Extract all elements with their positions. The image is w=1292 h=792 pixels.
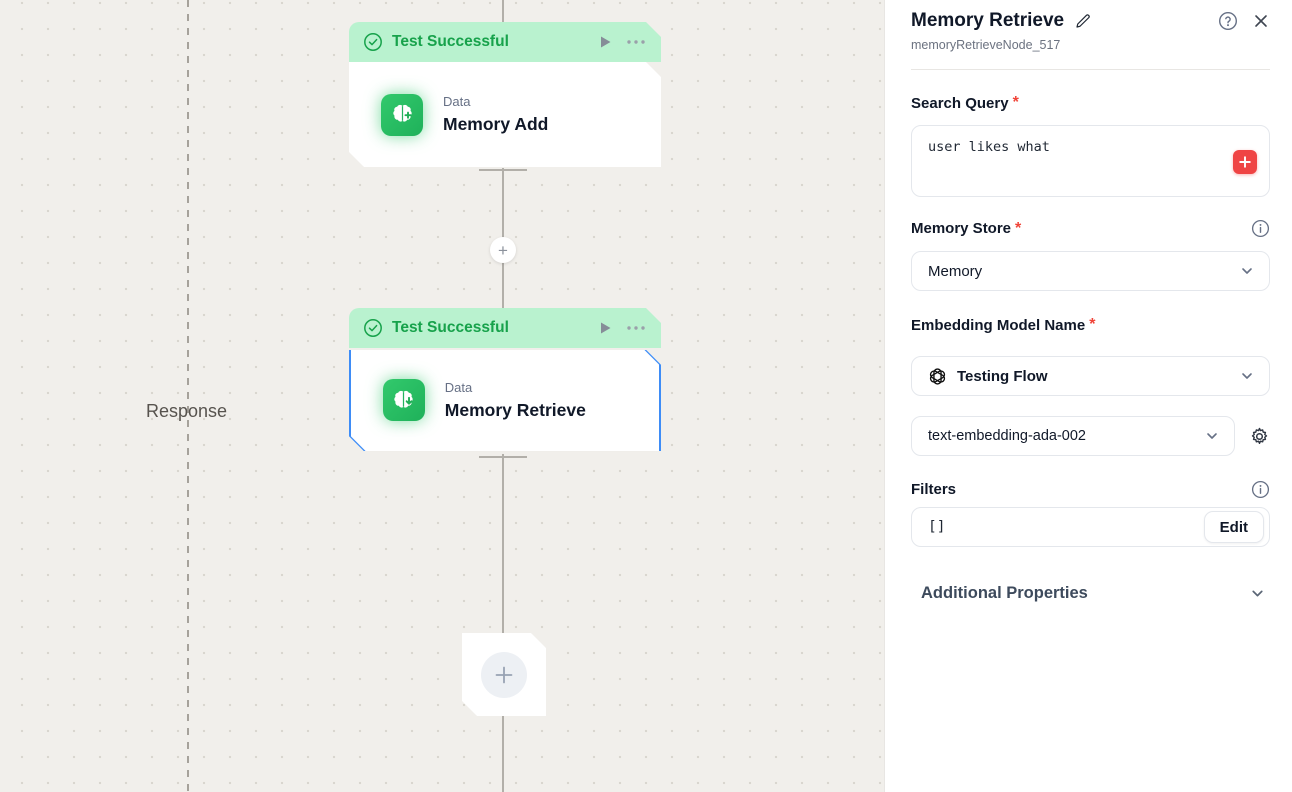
edge-node2-addstep	[502, 454, 504, 633]
filters-value: []	[928, 519, 946, 535]
embedding-model-value: text-embedding-ada-002	[928, 428, 1086, 444]
node-config-panel: Memory Retrieve memoryRetrieveNode_517 S…	[884, 0, 1292, 792]
required-mark: *	[1089, 316, 1096, 333]
additional-properties-toggle[interactable]: Additional Properties	[911, 584, 1270, 603]
panel-title: Memory Retrieve	[911, 10, 1065, 31]
node-memory-retrieve[interactable]: Test Successful Data Memory R	[349, 308, 661, 453]
node-title: Memory Add	[443, 114, 549, 134]
node-category: Data	[444, 379, 473, 395]
filters-field: [] Edit	[911, 507, 1270, 547]
node-card[interactable]: Data Memory Add	[349, 62, 661, 167]
plus-icon: +	[498, 240, 508, 260]
additional-properties-label: Additional Properties	[921, 584, 1088, 602]
chevron-down-icon	[1242, 373, 1252, 379]
insert-node-button[interactable]: +	[490, 237, 516, 263]
divider	[911, 69, 1270, 70]
flow-canvas[interactable]: Response + Test Successful	[0, 0, 884, 792]
edge-bottom	[502, 716, 504, 792]
chevron-down-icon	[1242, 268, 1252, 274]
chevron-down-icon	[1252, 590, 1263, 597]
search-query-label: Search Query	[911, 94, 1009, 112]
response-boundary-line	[187, 0, 189, 792]
required-mark: *	[1012, 94, 1019, 111]
node-id: memoryRetrieveNode_517	[911, 38, 1061, 52]
embedding-model-label: Embedding Model Name	[911, 316, 1086, 334]
run-node-button[interactable]	[596, 319, 614, 337]
memory-store-label: Memory Store	[911, 220, 1012, 237]
response-label: Response	[146, 401, 228, 421]
embedding-model-select[interactable]: text-embedding-ada-002	[911, 416, 1235, 456]
search-query-input[interactable]: user likes what	[911, 125, 1270, 197]
search-query-value: user likes what	[928, 139, 1050, 155]
test-status-badge: Test Successful	[349, 308, 661, 348]
selection-outline: Data Memory Retrieve	[349, 350, 661, 451]
node-title: Memory Retrieve	[444, 399, 586, 420]
check-circle-icon	[363, 32, 383, 52]
test-status-badge: Test Successful	[349, 22, 661, 62]
help-icon[interactable]	[1218, 11, 1238, 31]
required-mark: *	[1015, 219, 1022, 237]
embedding-provider-select[interactable]: Testing Flow	[911, 356, 1270, 396]
chevron-down-icon	[1207, 433, 1217, 439]
node-category: Data	[443, 94, 471, 109]
run-node-button[interactable]	[596, 33, 614, 51]
node-card[interactable]: Data Memory Retrieve	[351, 350, 659, 451]
memory-store-select[interactable]: Memory	[911, 251, 1270, 291]
memory-add-icon	[381, 94, 423, 136]
node-more-options-button[interactable]	[625, 33, 647, 51]
add-variable-button[interactable]	[1233, 150, 1257, 174]
edit-filters-button[interactable]: Edit	[1203, 511, 1264, 543]
plus-circle	[481, 652, 527, 698]
test-status-text: Test Successful	[392, 319, 509, 336]
edit-title-icon[interactable]	[1074, 12, 1092, 30]
check-circle-icon	[363, 318, 383, 338]
node-more-options-button[interactable]	[625, 319, 647, 337]
plus-icon	[1239, 156, 1251, 168]
plus-icon	[492, 663, 516, 687]
gear-icon	[1251, 427, 1268, 444]
memory-store-value: Memory	[928, 262, 983, 280]
info-icon[interactable]	[1251, 480, 1270, 499]
test-status-text: Test Successful	[392, 33, 509, 50]
embedding-provider-value: Testing Flow	[957, 367, 1048, 385]
model-settings-button[interactable]	[1249, 426, 1270, 447]
memory-retrieve-icon	[383, 379, 425, 421]
node-memory-add[interactable]: Test Successful Data Memory Add	[349, 22, 661, 167]
edge-top	[502, 0, 504, 22]
info-icon[interactable]	[1251, 219, 1270, 238]
close-panel-icon[interactable]	[1252, 12, 1270, 30]
filters-label: Filters	[911, 481, 957, 498]
openai-icon	[929, 367, 946, 385]
add-step-button[interactable]	[462, 633, 546, 716]
